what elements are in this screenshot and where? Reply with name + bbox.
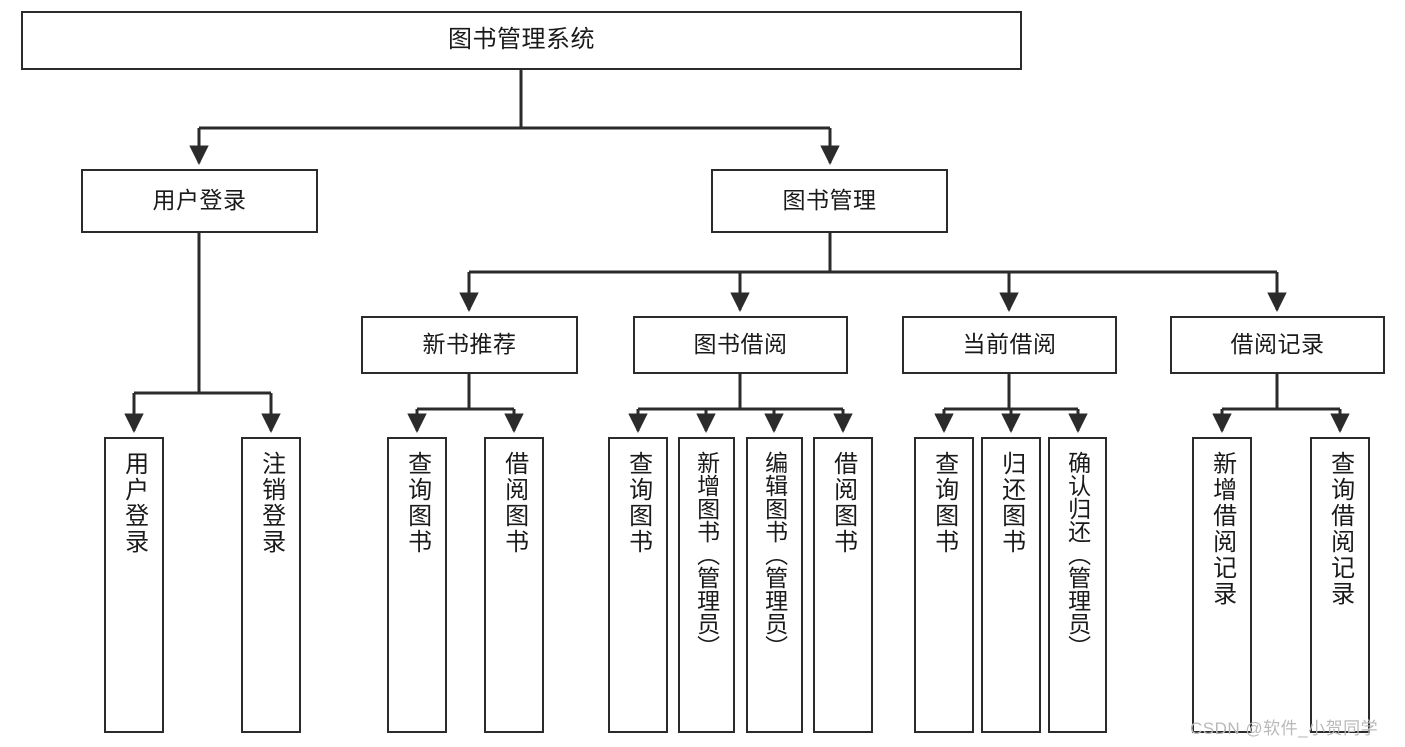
- node-leaf-return-book[interactable]: 归还图书: [981, 437, 1041, 733]
- node-leaf-query-book-recommend[interactable]: 查询图书: [387, 437, 447, 733]
- node-new-book-recommend[interactable]: 新书推荐: [361, 316, 578, 374]
- node-label: 查询图书: [930, 451, 958, 555]
- node-label: 图书借阅: [693, 331, 788, 358]
- node-label: 图书管理: [782, 187, 877, 214]
- node-label: 注销登录: [257, 451, 285, 555]
- node-label: 借阅图书: [500, 451, 528, 555]
- node-user-login[interactable]: 用户登录: [81, 169, 318, 233]
- node-leaf-query-book-current[interactable]: 查询图书: [914, 437, 974, 733]
- node-leaf-query-borrow-record[interactable]: 查询借阅记录: [1310, 437, 1370, 733]
- node-label: 查询图书: [624, 451, 652, 555]
- node-label: 新增借阅记录: [1208, 451, 1236, 607]
- node-label: 查询图书: [403, 451, 431, 555]
- node-book-borrow[interactable]: 图书借阅: [633, 316, 848, 374]
- node-leaf-user-login[interactable]: 用户登录: [104, 437, 164, 733]
- node-label: 当前借阅: [962, 331, 1057, 358]
- node-label: 确认归还（管理员）: [1064, 451, 1091, 658]
- node-label: 用户登录: [152, 187, 247, 214]
- node-label: 借阅图书: [829, 451, 857, 555]
- node-label: 查询借阅记录: [1326, 451, 1354, 607]
- node-leaf-add-book-admin[interactable]: 新增图书（管理员）: [678, 437, 735, 733]
- node-label: 归还图书: [997, 451, 1025, 555]
- node-label: 图书管理系统: [448, 26, 595, 54]
- node-leaf-borrow-book[interactable]: 借阅图书: [813, 437, 873, 733]
- node-book-manage[interactable]: 图书管理: [711, 169, 948, 233]
- node-label: 用户登录: [120, 451, 148, 555]
- node-borrow-record[interactable]: 借阅记录: [1170, 316, 1385, 374]
- node-leaf-add-borrow-record[interactable]: 新增借阅记录: [1192, 437, 1252, 733]
- node-label: 新书推荐: [422, 331, 517, 358]
- node-root-system[interactable]: 图书管理系统: [21, 11, 1022, 70]
- node-current-borrow[interactable]: 当前借阅: [902, 316, 1117, 374]
- node-leaf-borrow-book-recommend[interactable]: 借阅图书: [484, 437, 544, 733]
- node-label: 编辑图书（管理员）: [761, 451, 788, 658]
- node-label: 借阅记录: [1230, 331, 1325, 358]
- node-label: 新增图书（管理员）: [693, 451, 720, 658]
- node-leaf-edit-book-admin[interactable]: 编辑图书（管理员）: [746, 437, 803, 733]
- node-leaf-logout[interactable]: 注销登录: [241, 437, 301, 733]
- csdn-watermark: CSDN @软件_小贺同学: [1190, 719, 1379, 738]
- node-leaf-confirm-return-admin[interactable]: 确认归还（管理员）: [1048, 437, 1107, 733]
- node-leaf-query-book-borrow[interactable]: 查询图书: [608, 437, 668, 733]
